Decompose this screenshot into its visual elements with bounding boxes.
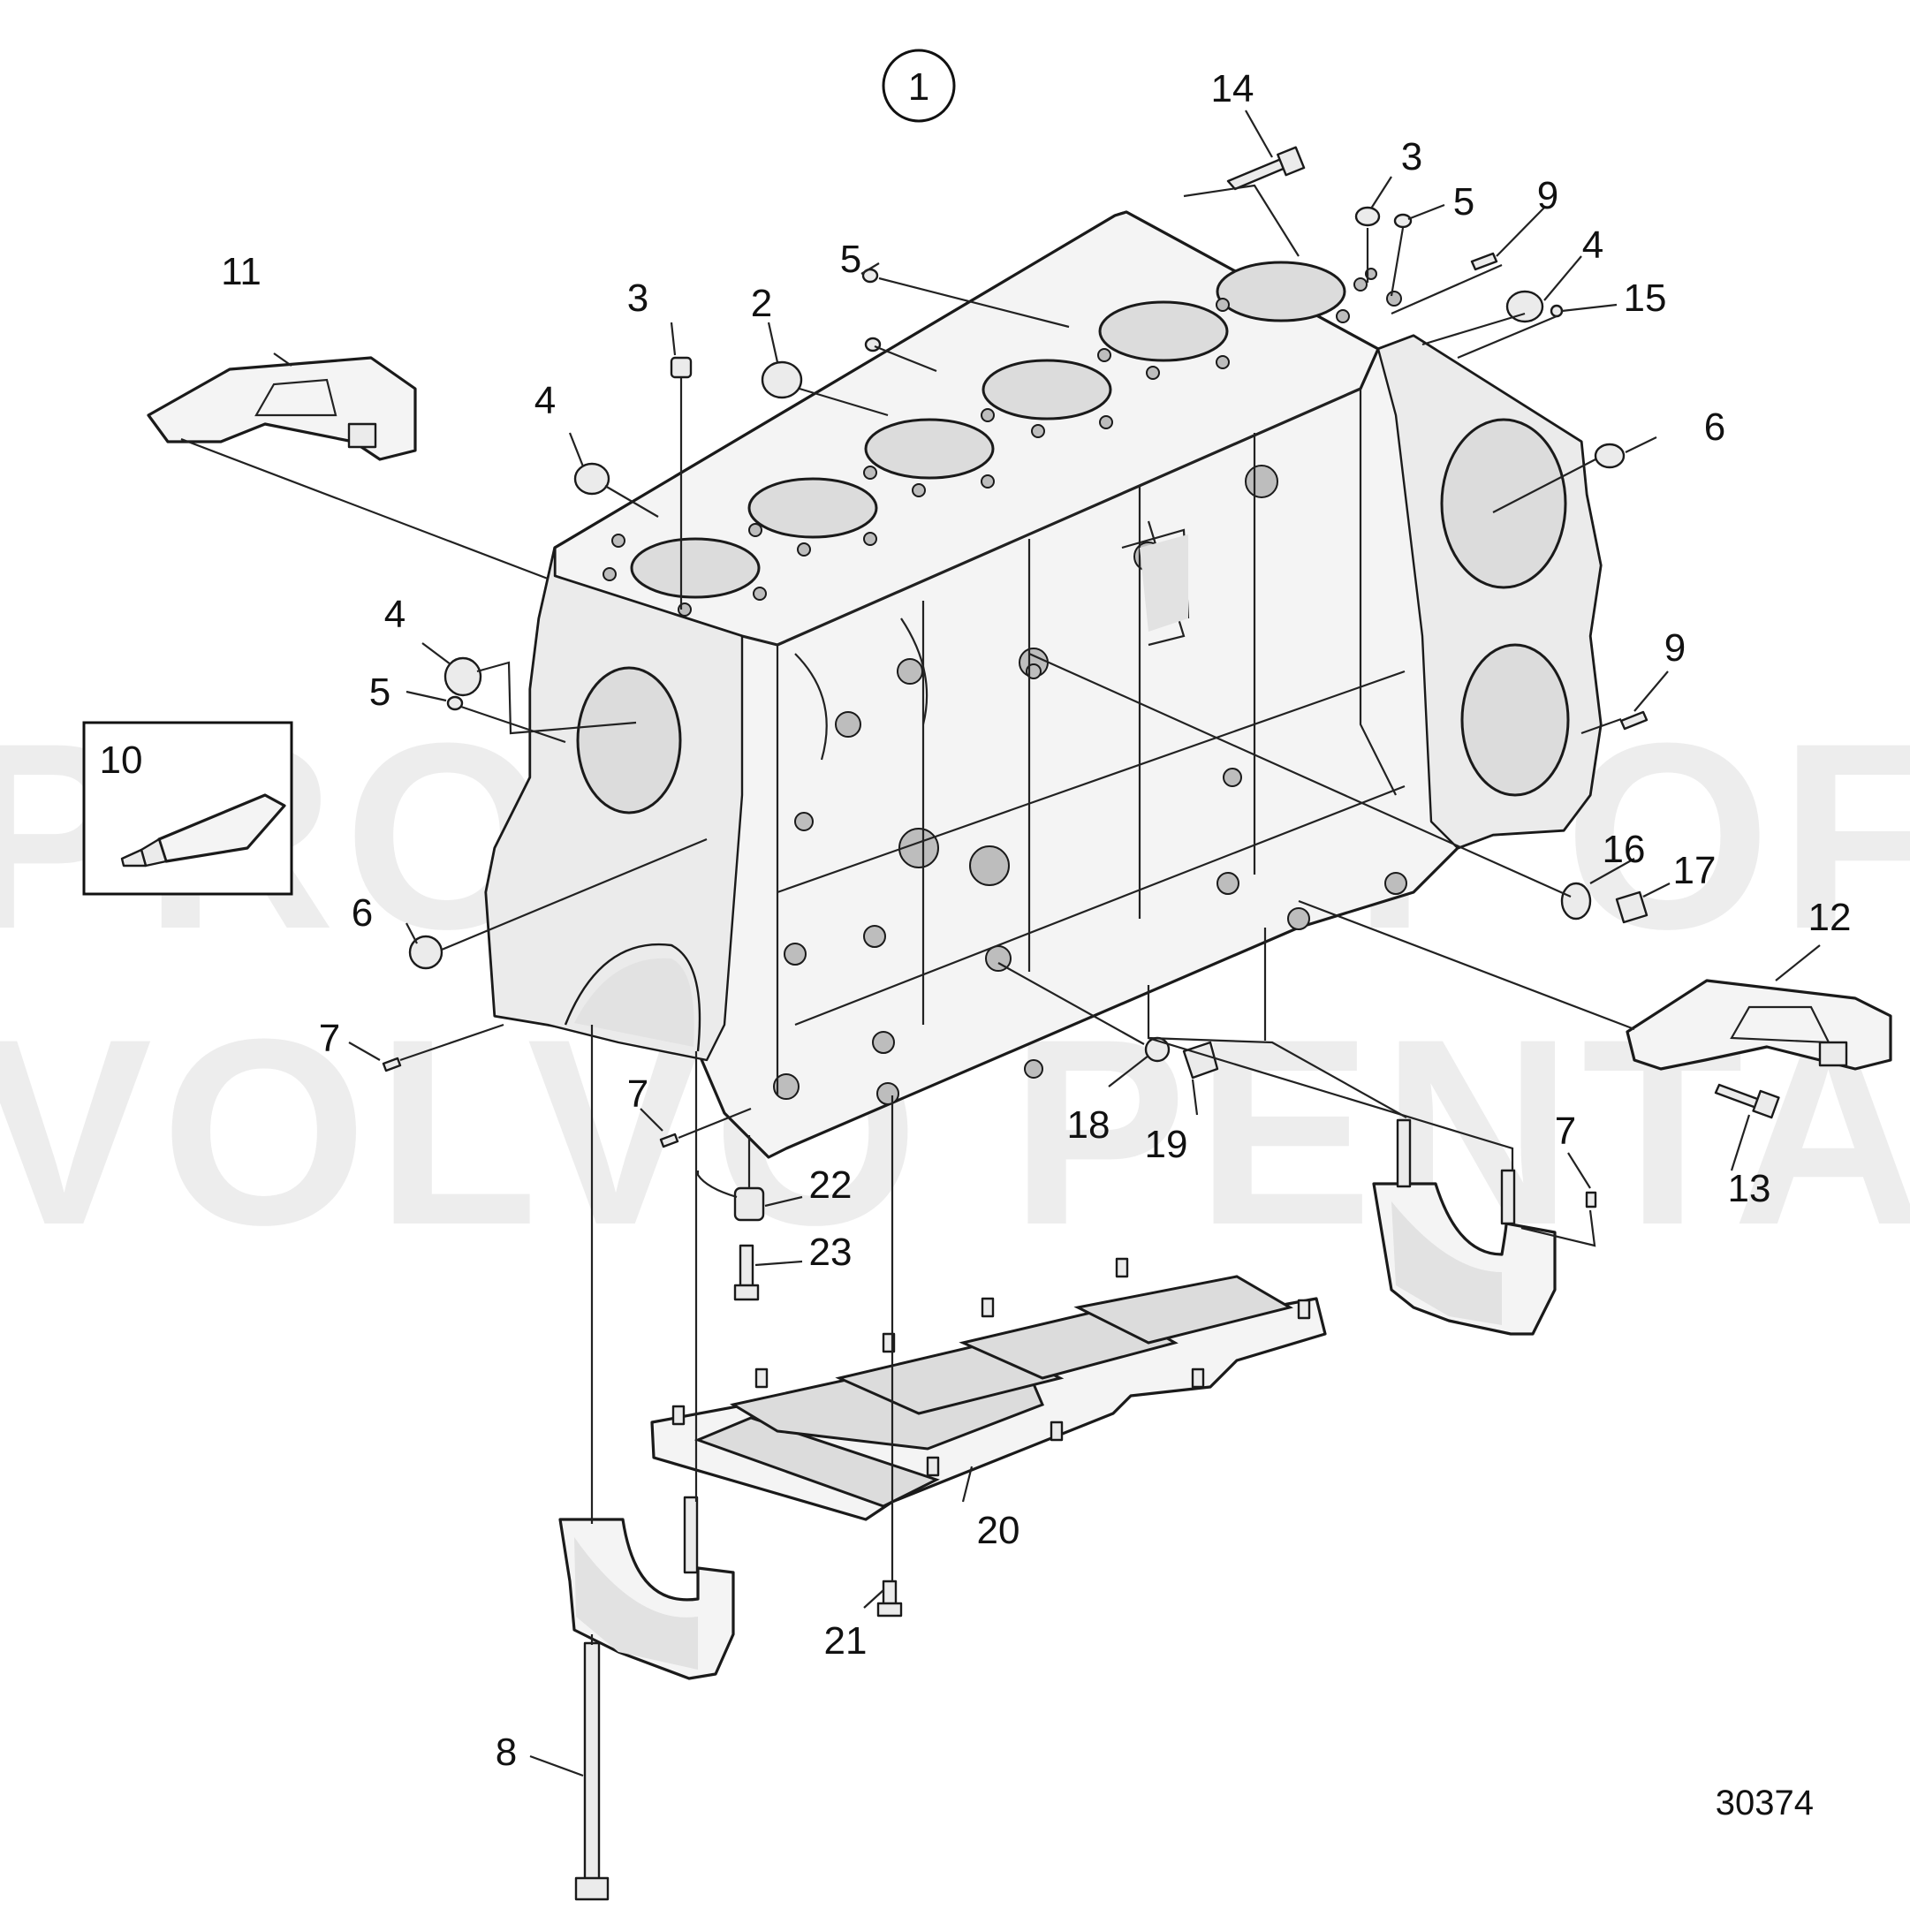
callout-19: 19 [1145, 1123, 1188, 1166]
callout-7-left: 7 [319, 1017, 340, 1060]
callout-9-right: 9 [1664, 626, 1686, 670]
lifting-eye-icon-front [1626, 979, 1892, 1071]
sealant-tube-icon [120, 793, 286, 868]
callout-8: 8 [496, 1731, 517, 1774]
callout-7-right: 7 [1555, 1110, 1576, 1153]
cylinder-bores [630, 261, 1346, 599]
main-bearing-cap-rear [558, 1496, 735, 1680]
callout-10: 10 [100, 739, 143, 782]
deck-bolt-holes [603, 268, 1402, 617]
leader-lines [180, 110, 1821, 1777]
callout-5-left: 5 [369, 671, 390, 714]
callout-14: 14 [1211, 67, 1254, 110]
callout-22: 22 [809, 1163, 853, 1207]
callout-labels: 14 3 5 9 4 15 6 11 3 2 5 4 4 5 10 6 7 7 … [100, 67, 1852, 1774]
callout-21: 21 [824, 1619, 868, 1663]
callout-17: 17 [1673, 849, 1717, 892]
callout-11: 11 [221, 250, 261, 293]
callout-6-right: 6 [1704, 405, 1725, 449]
assembly-number: 1 [908, 65, 929, 109]
callout-7-center: 7 [627, 1072, 648, 1116]
callout-18: 18 [1067, 1103, 1110, 1147]
callout-4-left-top: 4 [534, 379, 556, 422]
callout-16: 16 [1603, 828, 1646, 871]
callout-3-top-right: 3 [1401, 135, 1422, 178]
assembly-number-badge: 1 [882, 49, 956, 123]
main-bearing-cap-stud [1396, 1118, 1516, 1225]
callout-23: 23 [809, 1231, 853, 1274]
callout-4-top-right: 4 [1582, 224, 1603, 267]
sealant-box [82, 721, 293, 896]
bedplate-frame-icon [650, 1257, 1327, 1521]
callout-15: 15 [1624, 277, 1667, 320]
callout-2: 2 [751, 282, 772, 325]
callout-9-top-right: 9 [1537, 174, 1558, 217]
callout-4-left: 4 [384, 593, 405, 636]
callout-20: 20 [977, 1509, 1020, 1552]
drawing-number: 30374 [1716, 1784, 1814, 1822]
block-side-details [773, 389, 1407, 1105]
frame-studs [671, 1257, 1311, 1477]
callout-3-top-left: 3 [627, 277, 648, 320]
main-bearing-cap-front [1372, 1118, 1557, 1336]
engine-block-icon [484, 210, 1603, 1159]
callout-5-top-right: 5 [1453, 180, 1474, 224]
callout-5-top-center: 5 [840, 238, 861, 281]
callout-12: 12 [1808, 896, 1852, 939]
callout-13: 13 [1728, 1167, 1771, 1210]
callout-6-left: 6 [352, 891, 373, 935]
lifting-eye-icon [147, 356, 417, 461]
